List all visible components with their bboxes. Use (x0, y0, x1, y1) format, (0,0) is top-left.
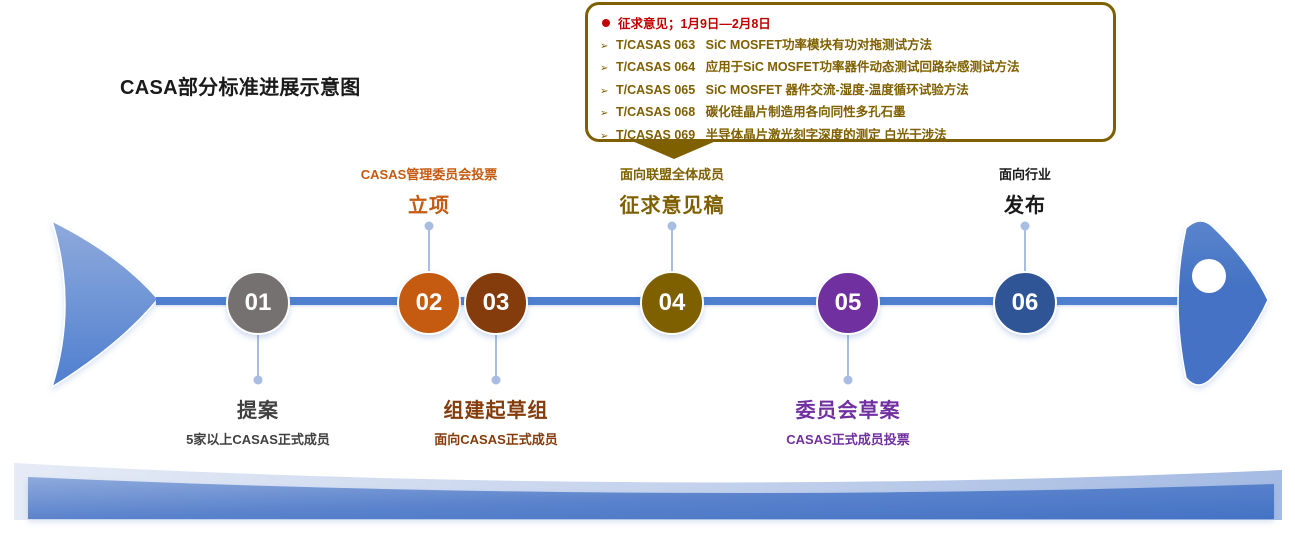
step-connector-dot (253, 375, 263, 385)
step-circle-05: 05 (816, 271, 880, 335)
callout-item: ➢ T/CASAS 063 SiC MOSFET功率模块有功对拖测试方法 (600, 35, 1113, 58)
fish-eye (1192, 259, 1226, 293)
callout-item: ➢ T/CASAS 064 应用于SiC MOSFET功率器件动态测试回路杂感测试… (600, 57, 1113, 80)
step-title: 发布 (1004, 195, 1046, 217)
arrow-bullet-icon: ➢ (600, 63, 609, 74)
comment-callout: 征求意见；1月9日—2月8日 ➢ T/CASAS 063 SiC MOSFET功率… (585, 2, 1116, 142)
step-circle-03: 03 (464, 271, 528, 335)
step-title: 征求意见稿 (619, 195, 725, 217)
callout-item-text: T/CASAS 065 SiC MOSFET 器件交流-湿度-温度循环试验方法 (616, 82, 969, 97)
step-connector (428, 226, 430, 272)
callout-item-text: T/CASAS 069 半导体晶片激光刻字深度的测定 白光干涉法 (616, 127, 947, 142)
step-circle-02: 02 (397, 271, 461, 335)
arrow-bullet-icon: ➢ (600, 40, 609, 52)
step-subtitle: CASAS管理委员会投票 (360, 167, 498, 182)
step-circle-01: 01 (226, 271, 290, 335)
callout-header-text: 征求意见；1月9日—2月8日 (618, 17, 771, 31)
step-title: 立项 (408, 195, 450, 217)
step-connector-dot (1020, 221, 1030, 231)
step-circle-06: 06 (993, 271, 1057, 335)
step-connector (1024, 226, 1026, 272)
step-subtitle: 面向行业 (998, 167, 1052, 182)
fish-tail (50, 219, 159, 389)
bottom-wave (28, 477, 1274, 519)
step-title: 提案 (237, 400, 279, 422)
callout-item-text: T/CASAS 064 应用于SiC MOSFET功率器件动态测试回路杂感测试方… (616, 60, 1020, 74)
arrow-bullet-icon: ➢ (600, 108, 609, 119)
step-connector (847, 334, 849, 380)
fish-head (1177, 220, 1269, 386)
step-subtitle: 面向CASAS正式成员 (434, 432, 558, 447)
arrow-bullet-icon: ➢ (600, 130, 609, 142)
arrow-bullet-icon: ➢ (600, 85, 609, 97)
callout-item-text: T/CASAS 063 SiC MOSFET功率模块有功对拖测试方法 (616, 37, 933, 52)
callout-header: 征求意见；1月9日—2月8日 (600, 14, 1113, 35)
step-subtitle: 5家以上CASAS正式成员 (186, 432, 330, 447)
step-title: 组建起草组 (443, 400, 549, 422)
step-connector-dot (843, 375, 853, 385)
step-connector (495, 334, 497, 380)
callout-list: ➢ T/CASAS 063 SiC MOSFET功率模块有功对拖测试方法 ➢ T/CA… (600, 35, 1113, 148)
page-title: CASA部分标准进展示意图 (120, 77, 361, 99)
step-circle-04: 04 (640, 271, 704, 335)
callout-item: ➢ T/CASAS 069 半导体晶片激光刻字深度的测定 白光干涉法 (600, 125, 1113, 148)
callout-pointer (632, 141, 716, 159)
step-connector (671, 226, 673, 272)
step-subtitle: CASAS正式成员投票 (786, 432, 910, 447)
callout-item-text: T/CASAS 068 碳化硅晶片制造用各向同性多孔石墨 (616, 105, 906, 119)
step-connector-dot (491, 375, 501, 385)
step-title: 委员会草案 (795, 400, 901, 422)
step-connector (257, 334, 259, 380)
callout-item: ➢ T/CASAS 065 SiC MOSFET 器件交流-湿度-温度循环试验方法 (600, 80, 1113, 103)
step-connector-dot (424, 221, 434, 231)
red-dot-icon (602, 19, 610, 27)
step-connector-dot (667, 221, 677, 231)
step-subtitle: 面向联盟全体成员 (619, 167, 725, 182)
callout-item: ➢ T/CASAS 068 碳化硅晶片制造用各向同性多孔石墨 (600, 102, 1113, 125)
